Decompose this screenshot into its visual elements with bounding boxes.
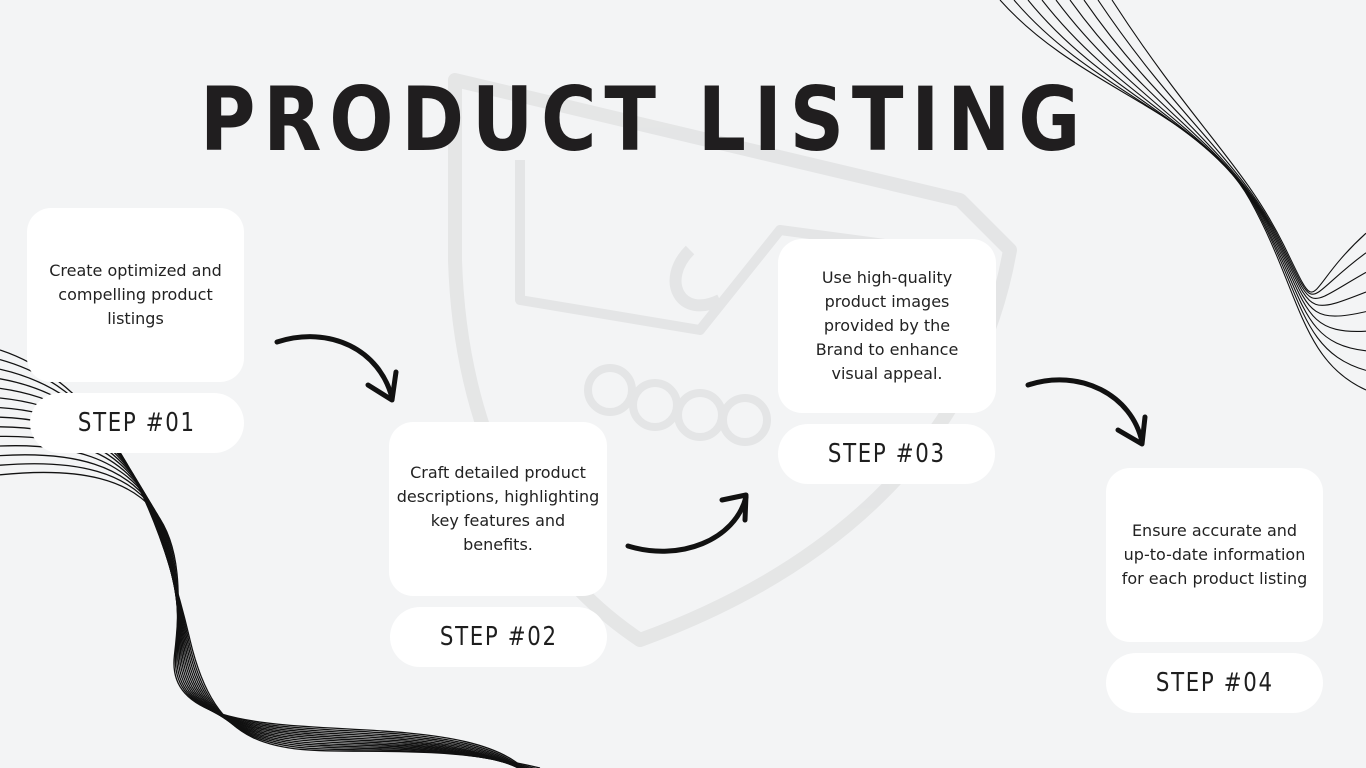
step-3-badge: STEP #03 — [778, 424, 995, 484]
wave-line — [999, 0, 1366, 391]
step-1-card: Create optimized and compelling product … — [27, 208, 244, 382]
step-1-label: STEP #01 — [78, 408, 196, 438]
wave-lines-decoration-top — [999, 0, 1366, 391]
step-1-description: Create optimized and compelling product … — [49, 261, 222, 328]
wave-line — [0, 454, 522, 768]
wave-line — [0, 435, 520, 768]
step-3-label: STEP #03 — [827, 439, 946, 469]
wave-line — [1013, 0, 1366, 371]
step-4-label: STEP #04 — [1155, 668, 1274, 698]
wave-line — [0, 463, 523, 768]
wave-line — [1041, 0, 1366, 332]
wave-line — [0, 426, 520, 768]
wave-line — [1083, 0, 1366, 299]
step-3-card: Use high-quality product images provided… — [778, 239, 996, 413]
step-2-card: Craft detailed product descriptions, hig… — [389, 422, 607, 596]
wave-line — [1069, 0, 1366, 306]
wave-line — [1111, 0, 1366, 293]
step-2-description: Craft detailed product descriptions, hig… — [396, 463, 600, 554]
wave-line — [0, 445, 521, 768]
step-4-description: Ensure accurate and up-to-date informati… — [1121, 521, 1308, 588]
step-3-description: Use high-quality product images provided… — [815, 268, 959, 383]
wave-line — [1055, 0, 1366, 317]
page-title: PRODUCT LISTING — [200, 68, 1089, 171]
step-1-badge: STEP #01 — [30, 393, 244, 453]
wave-line — [1097, 0, 1366, 295]
step-2-badge: STEP #02 — [390, 607, 607, 667]
step-4-card: Ensure accurate and up-to-date informati… — [1106, 468, 1323, 642]
wave-line — [0, 471, 525, 768]
step-2-label: STEP #02 — [439, 622, 558, 652]
step-4-badge: STEP #04 — [1106, 653, 1323, 713]
